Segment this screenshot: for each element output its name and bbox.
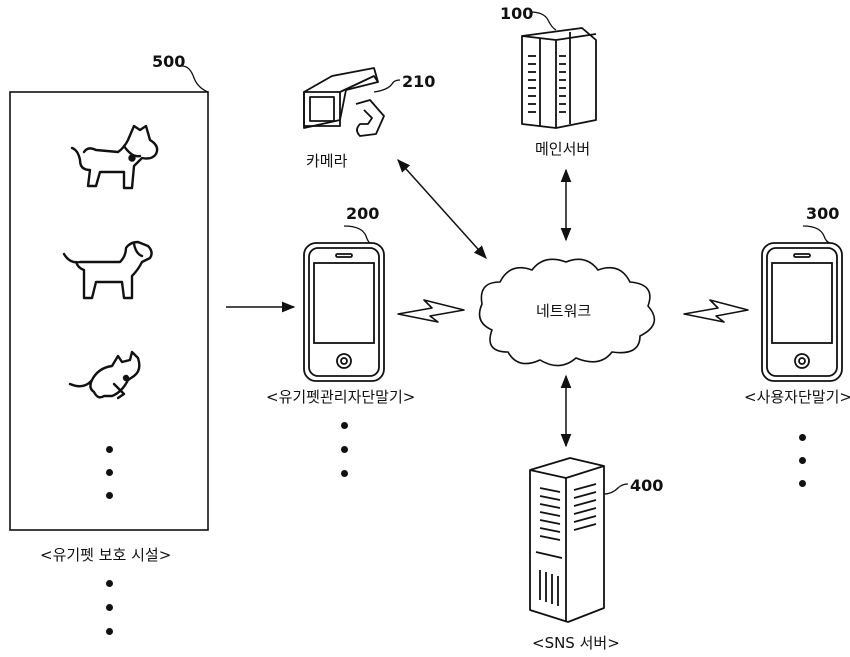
sns-server-label: <SNS 서버> [532,634,620,652]
manager-terminal-phone [303,242,385,382]
sns-server-icon [529,457,605,623]
ref-500: 500 [152,52,186,71]
leader-400 [603,483,629,495]
main-server-icon [521,27,597,129]
cat-icon [68,350,141,400]
ref-210: 210 [402,72,436,91]
shelter-label: <유기펫 보호 시설> [40,546,172,564]
shelter-continuation-dot [106,469,113,476]
ref-300: 300 [806,204,840,223]
user-continuation-dot [799,434,806,441]
manager-continuation-dot [341,422,348,429]
wireless-link-icon [683,299,749,323]
shelter-list-continuation-dot [106,628,113,635]
user-continuation-dot [799,480,806,487]
user-terminal-label: <사용자단말기> [744,388,850,406]
camera-label: 카메라 [306,152,348,170]
shelter-list-continuation-dot [106,604,113,611]
ref-400: 400 [630,476,664,495]
shelter-list-continuation-dot [106,580,113,587]
dog-icon [62,240,153,300]
user-continuation-dot [799,457,806,464]
dog-with-collar-icon [70,124,159,190]
leader-300 [802,225,831,244]
user-terminal-phone [761,242,843,382]
ref-100: 100 [500,4,534,23]
leader-100 [529,11,557,31]
manager-terminal-label: <유기펫관리자단말기> [266,388,416,406]
leader-200 [343,225,371,244]
manager-continuation-dot [341,446,348,453]
main-server-label: 메인서버 [535,140,591,158]
network-label: 네트워크 [536,302,592,320]
shelter-box [9,91,209,531]
wireless-link-icon [397,299,465,323]
leader-500 [181,65,209,93]
network-cloud [478,258,656,367]
ref-200: 200 [346,204,380,223]
camera-icon [303,67,385,137]
manager-continuation-dot [341,470,348,477]
leader-210 [373,79,401,93]
shelter-continuation-dot [106,446,113,453]
shelter-continuation-dot [106,492,113,499]
camera-network-arrow [397,158,487,260]
